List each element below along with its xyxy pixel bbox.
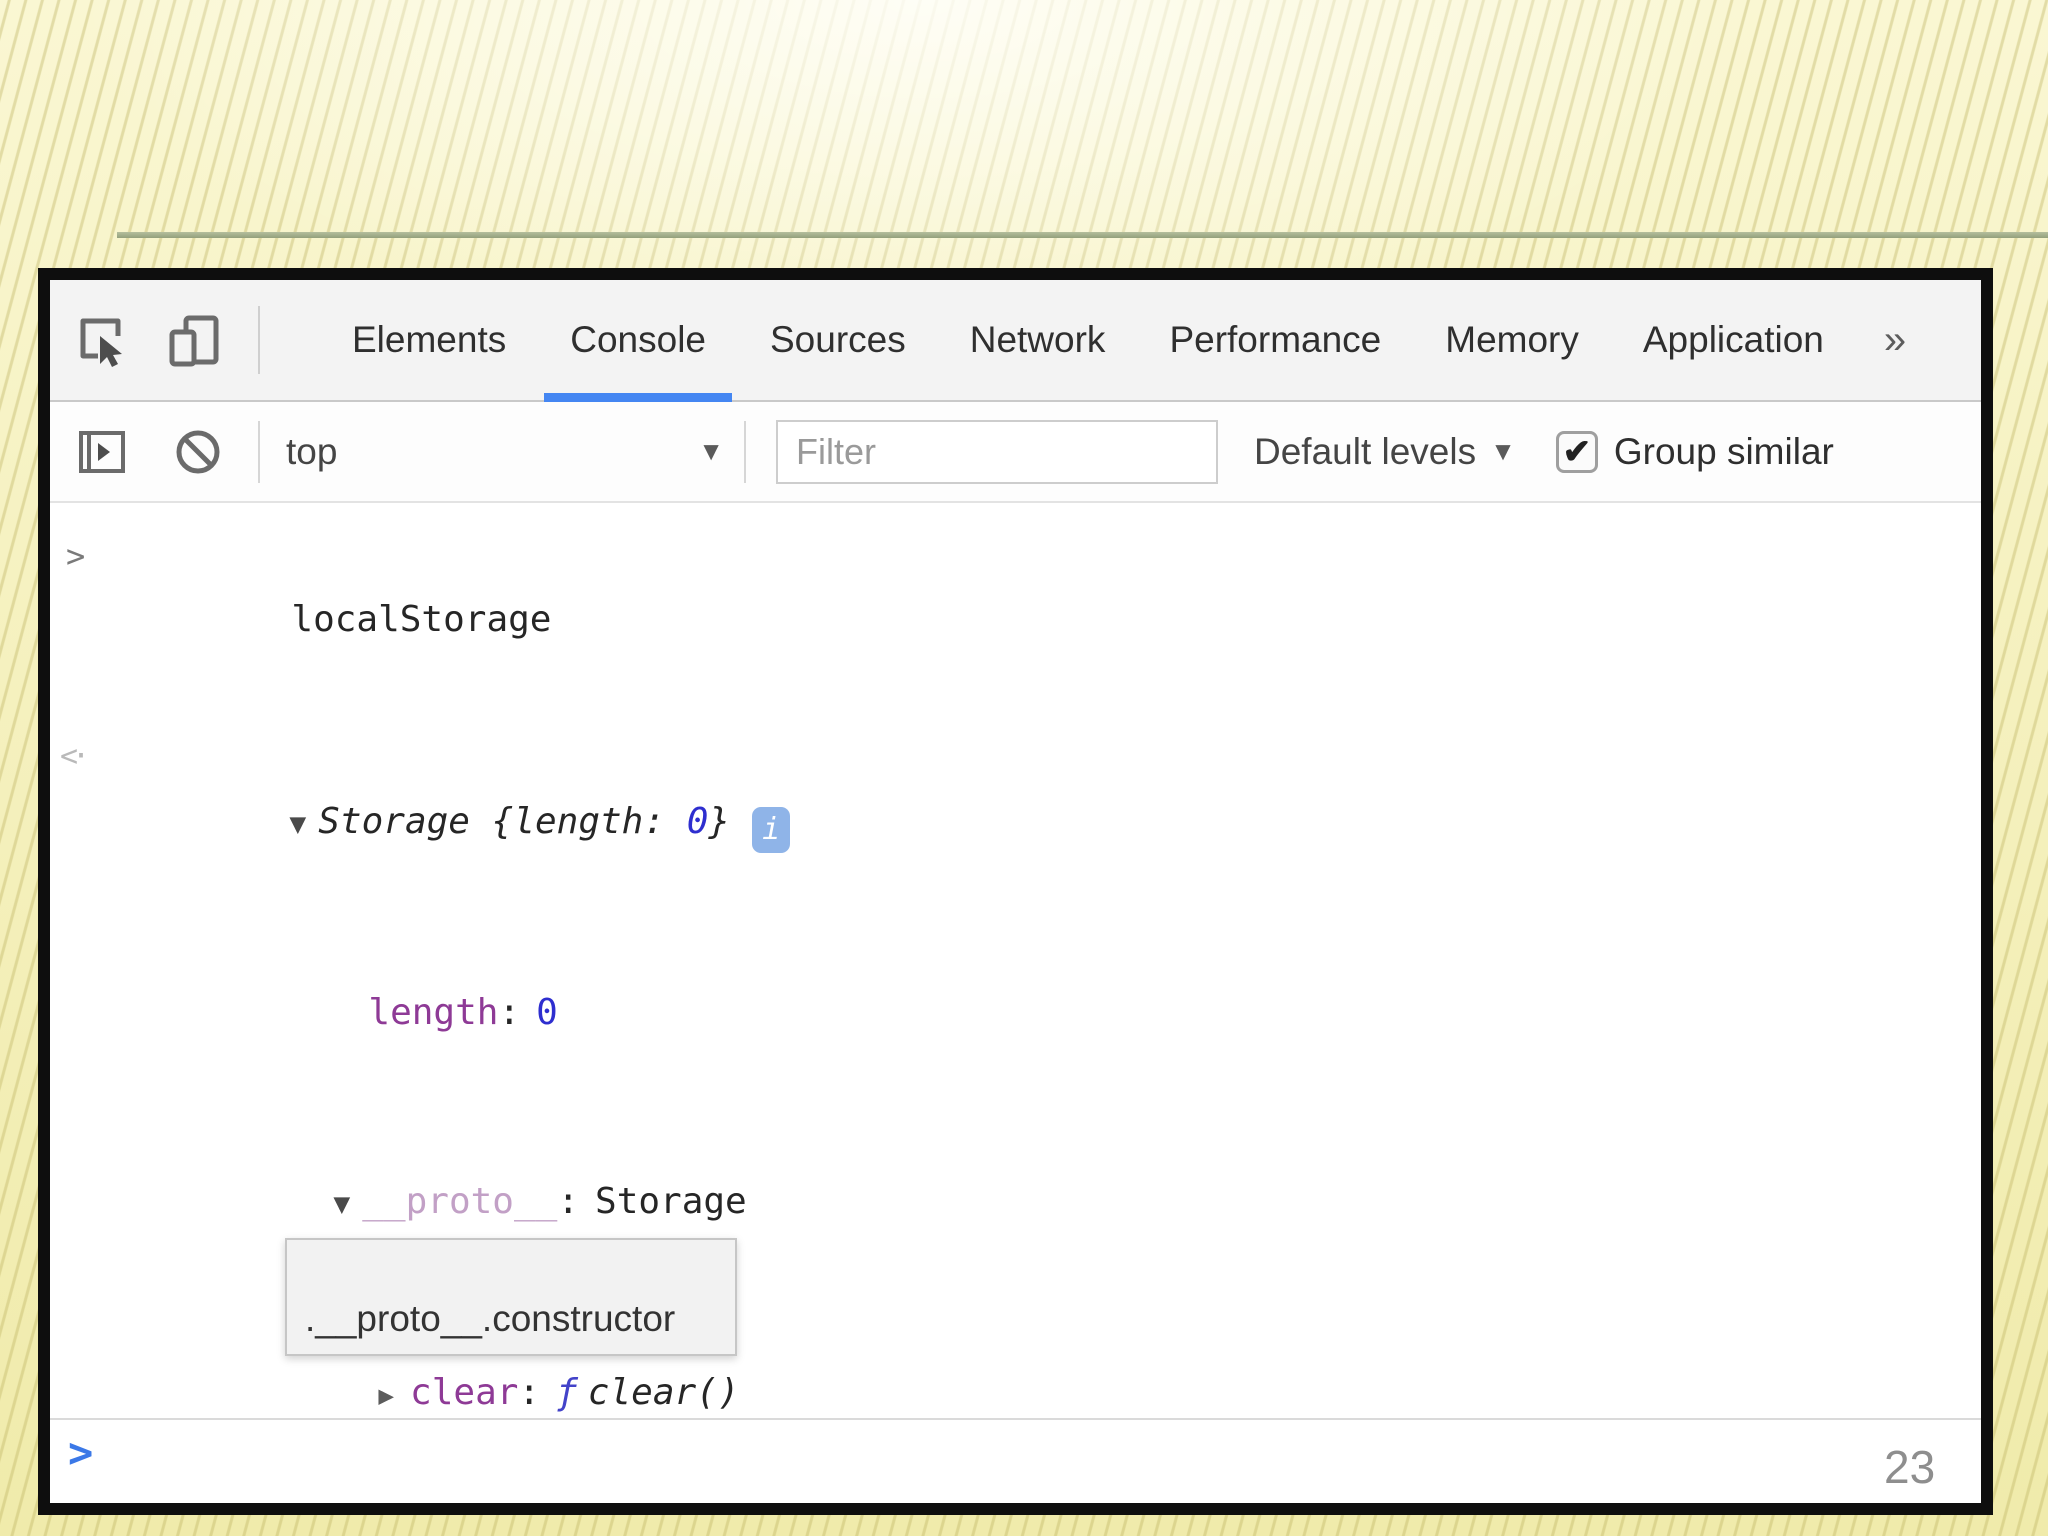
tab-application[interactable]: Application: [1642, 319, 1824, 360]
inspect-element-icon[interactable]: [74, 312, 130, 368]
levels-label: Default levels: [1254, 430, 1477, 472]
function-symbol: ƒ: [556, 1372, 578, 1413]
collapse-triangle-icon[interactable]: ▼: [289, 807, 307, 840]
console-log-area: > localStorage <· ▼ Storage {length: 0} i le…: [50, 503, 1981, 1418]
collapse-triangle-icon[interactable]: ▼: [333, 1187, 351, 1220]
context-label: top: [286, 430, 338, 472]
tab-performance[interactable]: Performance: [1169, 319, 1382, 360]
active-tab-indicator: [544, 393, 732, 402]
expand-triangle-icon[interactable]: ▶: [378, 1381, 395, 1411]
clear-console-icon[interactable]: [172, 426, 224, 478]
console-command-row[interactable]: > localStorage: [50, 525, 1981, 714]
result-summary-number: 0: [686, 801, 709, 842]
chevron-down-icon: ▼: [1490, 436, 1516, 466]
tree-row-proto-storage[interactable]: ▼__proto__:Storage: [333, 1181, 747, 1222]
filter-input[interactable]: [776, 419, 1218, 484]
tooltip-text: .__proto__.constructor: [305, 1298, 676, 1339]
tab-network[interactable]: Network: [969, 319, 1106, 360]
slide-page-number: 23: [1884, 1441, 1936, 1493]
more-tabs-icon[interactable]: »: [1883, 317, 1907, 362]
tab-bar-icons: [50, 306, 280, 374]
devtools-panel: Elements Console Sources Network Perform…: [38, 268, 1993, 1515]
tab-elements[interactable]: Elements: [352, 319, 507, 360]
group-similar-label: Group similar: [1613, 430, 1834, 472]
tab-sources[interactable]: Sources: [770, 319, 906, 360]
proto-constructor-tooltip: .__proto__.constructor: [285, 1238, 737, 1356]
tree-row-length[interactable]: length:0: [368, 992, 558, 1033]
result-summary-prefix: Storage {length:: [318, 801, 687, 842]
console-toolbar: top ▼ Default levels ▼ ✔ Group similar: [50, 402, 1981, 503]
tab-console[interactable]: Console: [538, 280, 738, 402]
toolbar-separator: [744, 420, 746, 483]
command-chevron-icon: >: [66, 537, 86, 575]
command-text: localStorage: [291, 599, 552, 640]
info-icon[interactable]: i: [752, 807, 791, 853]
console-result-row[interactable]: <· ▼ Storage {length: 0} i: [50, 727, 1981, 918]
chevron-down-icon: ▼: [698, 436, 724, 466]
console-prompt-bar[interactable]: >: [50, 1418, 1981, 1503]
tab-memory[interactable]: Memory: [1445, 319, 1579, 360]
log-levels-dropdown[interactable]: Default levels ▼: [1254, 431, 1516, 473]
group-similar-checkbox[interactable]: ✔: [1555, 430, 1598, 473]
devtools-tab-bar: Elements Console Sources Network Perform…: [50, 280, 1981, 402]
tab-bar-separator: [258, 306, 260, 374]
devtools-tabs: Elements Console Sources Network Perform…: [320, 280, 1924, 402]
return-value-icon: <·: [60, 739, 90, 774]
result-summary-suffix: }: [708, 801, 731, 842]
device-toolbar-icon[interactable]: [166, 312, 222, 368]
toolbar-separator: [258, 420, 260, 483]
execution-context-selector[interactable]: top ▼: [286, 431, 724, 473]
slide-divider-rule: [117, 232, 2048, 238]
console-sidebar-icon[interactable]: [76, 426, 128, 478]
prompt-chevron-icon: >: [68, 1428, 94, 1477]
check-icon: ✔: [1562, 432, 1592, 471]
